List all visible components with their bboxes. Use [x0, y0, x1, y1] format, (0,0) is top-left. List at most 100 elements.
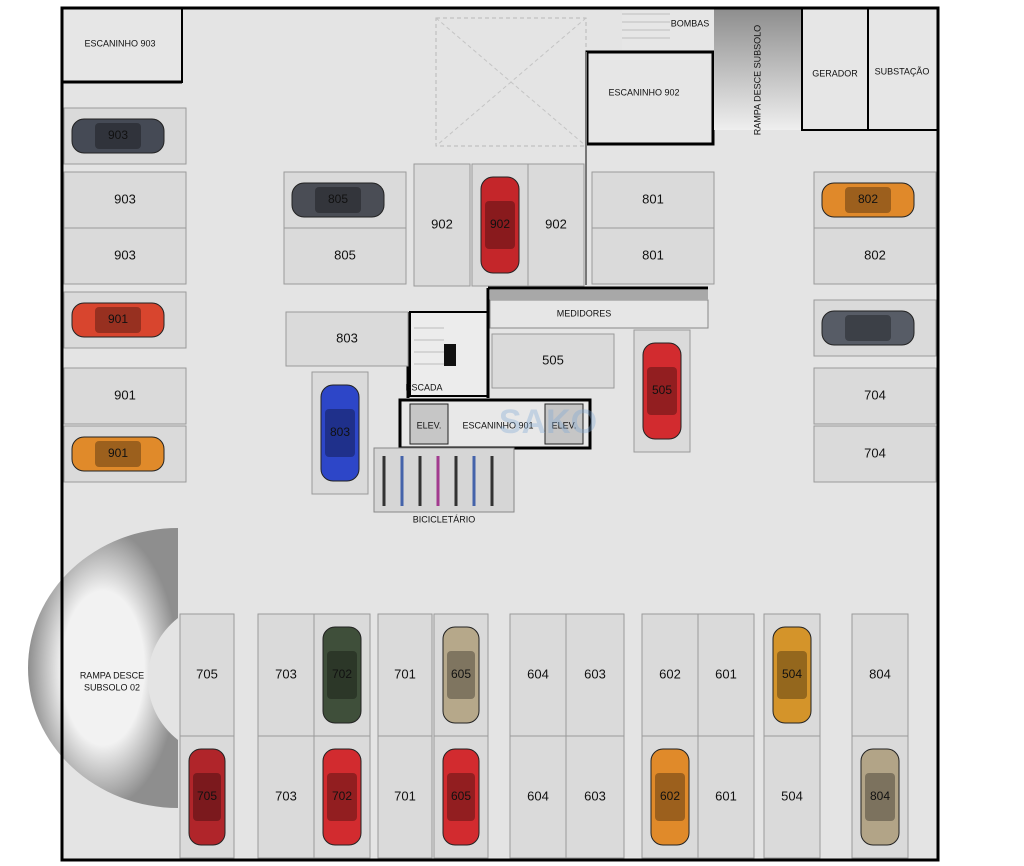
parking-slot-label: 901 [114, 387, 136, 402]
parking-slot-label: 601 [715, 788, 737, 803]
escaninho-903-room [61, 7, 183, 83]
parking-slot-label: 704 [864, 445, 886, 460]
bombas-label: BOMBAS [671, 18, 710, 28]
parking-slot: 903 [63, 227, 187, 285]
elev-left-label: ELEV. [417, 420, 442, 430]
parked-car: 702 [313, 613, 371, 737]
parking-slot-label: 504 [781, 788, 803, 803]
parking-slot: 504 [763, 735, 821, 859]
outer-wall [60, 6, 940, 862]
parked-car: 702 [313, 735, 371, 859]
parking-slot-label: 705 [196, 666, 218, 681]
parking-slot: 701 [377, 735, 433, 859]
parked-car-label: 902 [490, 217, 510, 231]
escaninho-903-label: ESCANINHO 903 [84, 38, 155, 48]
parking-slot: 701 [377, 613, 433, 737]
parked-car: 605 [433, 613, 489, 737]
parking-slot-label: 902 [545, 216, 567, 231]
parking-slot: 902 [413, 163, 471, 287]
parking-slot: 603 [565, 735, 625, 859]
parked-car: 504 [763, 613, 821, 737]
parking-slot: 603 [565, 613, 625, 737]
rampa-subsolo-02 [28, 528, 178, 808]
parking-slot: 901 [63, 367, 187, 425]
parked-car: 805 [283, 171, 407, 229]
rampa-subsolo [714, 8, 802, 130]
parking-slot-label: 601 [715, 666, 737, 681]
parking-slot-label: 701 [394, 666, 416, 681]
parked-car: 705 [179, 735, 235, 859]
parked-car-label: 505 [652, 383, 672, 397]
parking-slot: 801 [591, 227, 715, 285]
parked-car-label: 903 [108, 128, 128, 142]
parked-car [813, 299, 937, 357]
parking-slot: 804 [851, 613, 909, 737]
parking-slot: 903 [63, 171, 187, 229]
parking-slot-label: 805 [334, 247, 356, 262]
parked-car-label: 705 [197, 789, 217, 803]
gerador-label: GERADOR [812, 68, 858, 78]
medidores-label: MEDIDORES [557, 308, 612, 318]
parking-slot-label: 801 [642, 247, 664, 262]
parking-slot-label: 902 [431, 216, 453, 231]
parked-car: 903 [63, 107, 187, 165]
parking-slot: 604 [509, 735, 567, 859]
escaninho-902-label: ESCANINHO 902 [608, 87, 679, 97]
parking-slot: 602 [641, 613, 699, 737]
parking-slot-label: 801 [642, 191, 664, 206]
bombas-room [622, 8, 714, 50]
parking-slot: 703 [257, 613, 315, 737]
watermark: SAKO [499, 403, 597, 441]
parking-slot-label: 703 [275, 666, 297, 681]
parked-car: 902 [471, 163, 529, 287]
escada-label: ESCADA [405, 382, 442, 392]
medidores-room [489, 299, 709, 329]
elev-right-label: ELEV. [552, 420, 577, 430]
parked-car: 802 [813, 171, 937, 229]
parked-car: 505 [633, 329, 691, 453]
parking-slot-label: 803 [336, 330, 358, 345]
parked-car-label: 803 [330, 425, 350, 439]
bicicletario-label: BICICLETÁRIO [413, 514, 476, 524]
parked-car: 602 [641, 735, 699, 859]
parked-car-label: 605 [451, 667, 471, 681]
parked-car: 803 [311, 371, 369, 495]
cars: 903 805 902 901 901 803 505 802 702 605 504 705 702 6… [63, 107, 937, 859]
parked-car-label: 804 [870, 789, 890, 803]
parked-car-label: 602 [660, 789, 680, 803]
parking-slot: 601 [697, 735, 755, 859]
parking-slot: 801 [591, 171, 715, 229]
parking-slot-label: 701 [394, 788, 416, 803]
parking-slot: 802 [813, 227, 937, 285]
parked-car-label: 901 [108, 446, 128, 460]
parked-car-label: 702 [332, 667, 352, 681]
parked-car: 605 [433, 735, 489, 859]
parking-slot-label: 604 [527, 666, 549, 681]
rampa-subsolo-label: RAMPA DESCE SUBSOLO [752, 25, 762, 135]
parking-slot: 601 [697, 613, 755, 737]
escaninho-901-label: ESCANINHO 901 [462, 420, 533, 430]
rampa-subsolo-02-label-1: RAMPA DESCE [80, 670, 144, 680]
parking-slot: 703 [257, 735, 315, 859]
parking-slot-label: 603 [584, 666, 606, 681]
parking-slot-label: 703 [275, 788, 297, 803]
parked-car: 901 [63, 425, 187, 483]
parked-car-label: 805 [328, 192, 348, 206]
parking-slot: 805 [283, 227, 407, 285]
parking-slot: 505 [491, 333, 615, 389]
parked-car-label: 605 [451, 789, 471, 803]
parked-car-label: 702 [332, 789, 352, 803]
parking-slot: 902 [527, 163, 585, 287]
parking-slot-label: 903 [114, 191, 136, 206]
parked-car-label: 901 [108, 312, 128, 326]
elevator-right [544, 403, 584, 445]
parked-car: 804 [851, 735, 909, 859]
parking-slot-label: 804 [869, 666, 891, 681]
parking-slot-label: 802 [864, 247, 886, 262]
parked-car: 901 [63, 291, 187, 349]
escaninho-902-room [585, 50, 715, 146]
parking-slot: 604 [509, 613, 567, 737]
parked-car-label: 504 [782, 667, 802, 681]
parking-slot-label: 505 [542, 352, 564, 367]
